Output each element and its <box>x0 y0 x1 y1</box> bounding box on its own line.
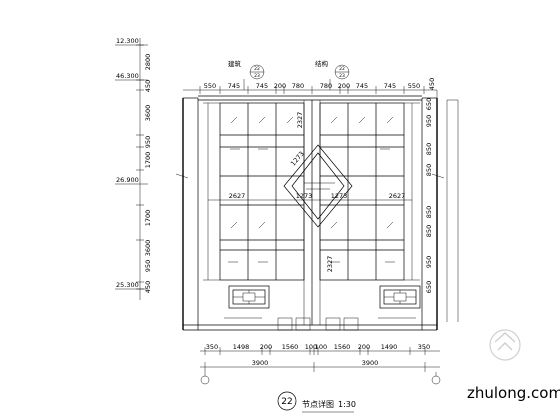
watermark-text: zhulong.com <box>467 384 560 402</box>
dim-label: 950 <box>425 256 433 268</box>
section-mark-right: 结构 22 23 <box>315 59 350 90</box>
dim-label: 745 <box>256 82 268 90</box>
section-mark-label: 建筑 <box>228 59 242 68</box>
watermark: zhulong.com <box>467 329 560 402</box>
bottom-dimension-chain: 350 1498 200 1560 100 100 1560 200 1490 … <box>200 343 441 385</box>
dim-label: 350 <box>418 343 430 351</box>
watermark-logo <box>489 329 521 361</box>
dim-label: 2327 <box>296 112 304 129</box>
dim-label: 745 <box>384 82 396 90</box>
dim-label: 3900 <box>252 359 269 367</box>
dim-label: 2627 <box>389 192 406 200</box>
section-mark-number: 22 <box>254 66 260 72</box>
dim-label: 1700 <box>144 210 152 227</box>
direction-arrows <box>228 148 395 263</box>
dim-label: 2327 <box>326 256 334 273</box>
section-mark-label: 结构 <box>315 59 329 68</box>
inner-dimensions: 2327 2327 2627 2627 1273 1273 1273 <box>229 112 406 273</box>
dim-label: 2800 <box>144 54 152 71</box>
title-scale: 1:30 <box>338 400 356 409</box>
dim-label: 1273 <box>331 192 348 200</box>
title-name: 节点详图 <box>302 399 334 409</box>
bottom-panels <box>224 317 416 331</box>
dim-label: 1273 <box>289 150 306 168</box>
dim-label: 1700 <box>144 152 152 169</box>
dim-label: 1273 <box>296 192 313 200</box>
section-mark-sheet: 23 <box>254 73 260 79</box>
elevation-label: 25.300 <box>116 281 139 289</box>
glass-marks <box>230 116 394 229</box>
dim-label: 450 <box>144 80 152 92</box>
dim-label: 550 <box>204 82 216 90</box>
dim-label: 950 <box>144 260 152 272</box>
dim-label: 3600 <box>144 240 152 257</box>
elevation-label: 26.900 <box>116 176 139 184</box>
dim-label: 450 <box>428 78 436 90</box>
dim-label: 1560 <box>334 343 351 351</box>
dim-label: 3600 <box>144 105 152 122</box>
right-dimension-chain: 450 650 950 850 850 850 850 950 650 <box>425 78 438 300</box>
dim-label: 100 <box>305 343 317 351</box>
dim-label: 745 <box>228 82 240 90</box>
dim-label: 550 <box>408 82 420 90</box>
drawing-title: 22 节点详图 1:30 <box>277 391 356 413</box>
dim-label: 2627 <box>229 192 246 200</box>
central-diamond <box>208 144 412 228</box>
section-mark-left: 建筑 22 23 <box>228 59 265 90</box>
dim-label: 950 <box>425 115 433 127</box>
section-mark-number: 22 <box>339 66 345 72</box>
dim-label: 850 <box>425 225 433 237</box>
dim-label: 650 <box>425 281 433 293</box>
section-mark-sheet: 23 <box>339 73 345 79</box>
dim-label: 950 <box>144 136 152 148</box>
dim-label: 1498 <box>233 343 250 351</box>
left-dimension-chain: 2800 450 3600 950 1700 1700 3600 950 450 <box>136 38 152 300</box>
elevation-label: 12.300 <box>116 37 139 45</box>
dim-label: 1560 <box>282 343 299 351</box>
dim-label: 450 <box>144 281 152 293</box>
dim-label: 200 <box>358 343 370 351</box>
dim-label: 780 <box>292 82 304 90</box>
dim-label: 780 <box>320 82 332 90</box>
dim-label: 200 <box>274 82 286 90</box>
lattice-ornament-left <box>228 285 270 309</box>
dim-label: 1490 <box>381 343 398 351</box>
top-dimension-chain: 550 745 745 200 780 780 200 745 745 550 <box>183 82 437 94</box>
dim-label: 650 <box>425 98 433 110</box>
dim-label: 100 <box>315 343 327 351</box>
dim-label: 200 <box>260 343 272 351</box>
dim-label: 850 <box>425 164 433 176</box>
lattice-ornament-right <box>379 285 421 309</box>
dim-label: 350 <box>206 343 218 351</box>
dim-label: 745 <box>356 82 368 90</box>
ceiling-grid-right <box>319 102 420 281</box>
dim-label: 850 <box>425 143 433 155</box>
dim-label: 850 <box>425 206 433 218</box>
dim-label: 200 <box>338 82 350 90</box>
elevation-label: 46.300 <box>116 72 139 80</box>
title-number: 22 <box>281 397 292 407</box>
dim-label: 3900 <box>362 359 379 367</box>
